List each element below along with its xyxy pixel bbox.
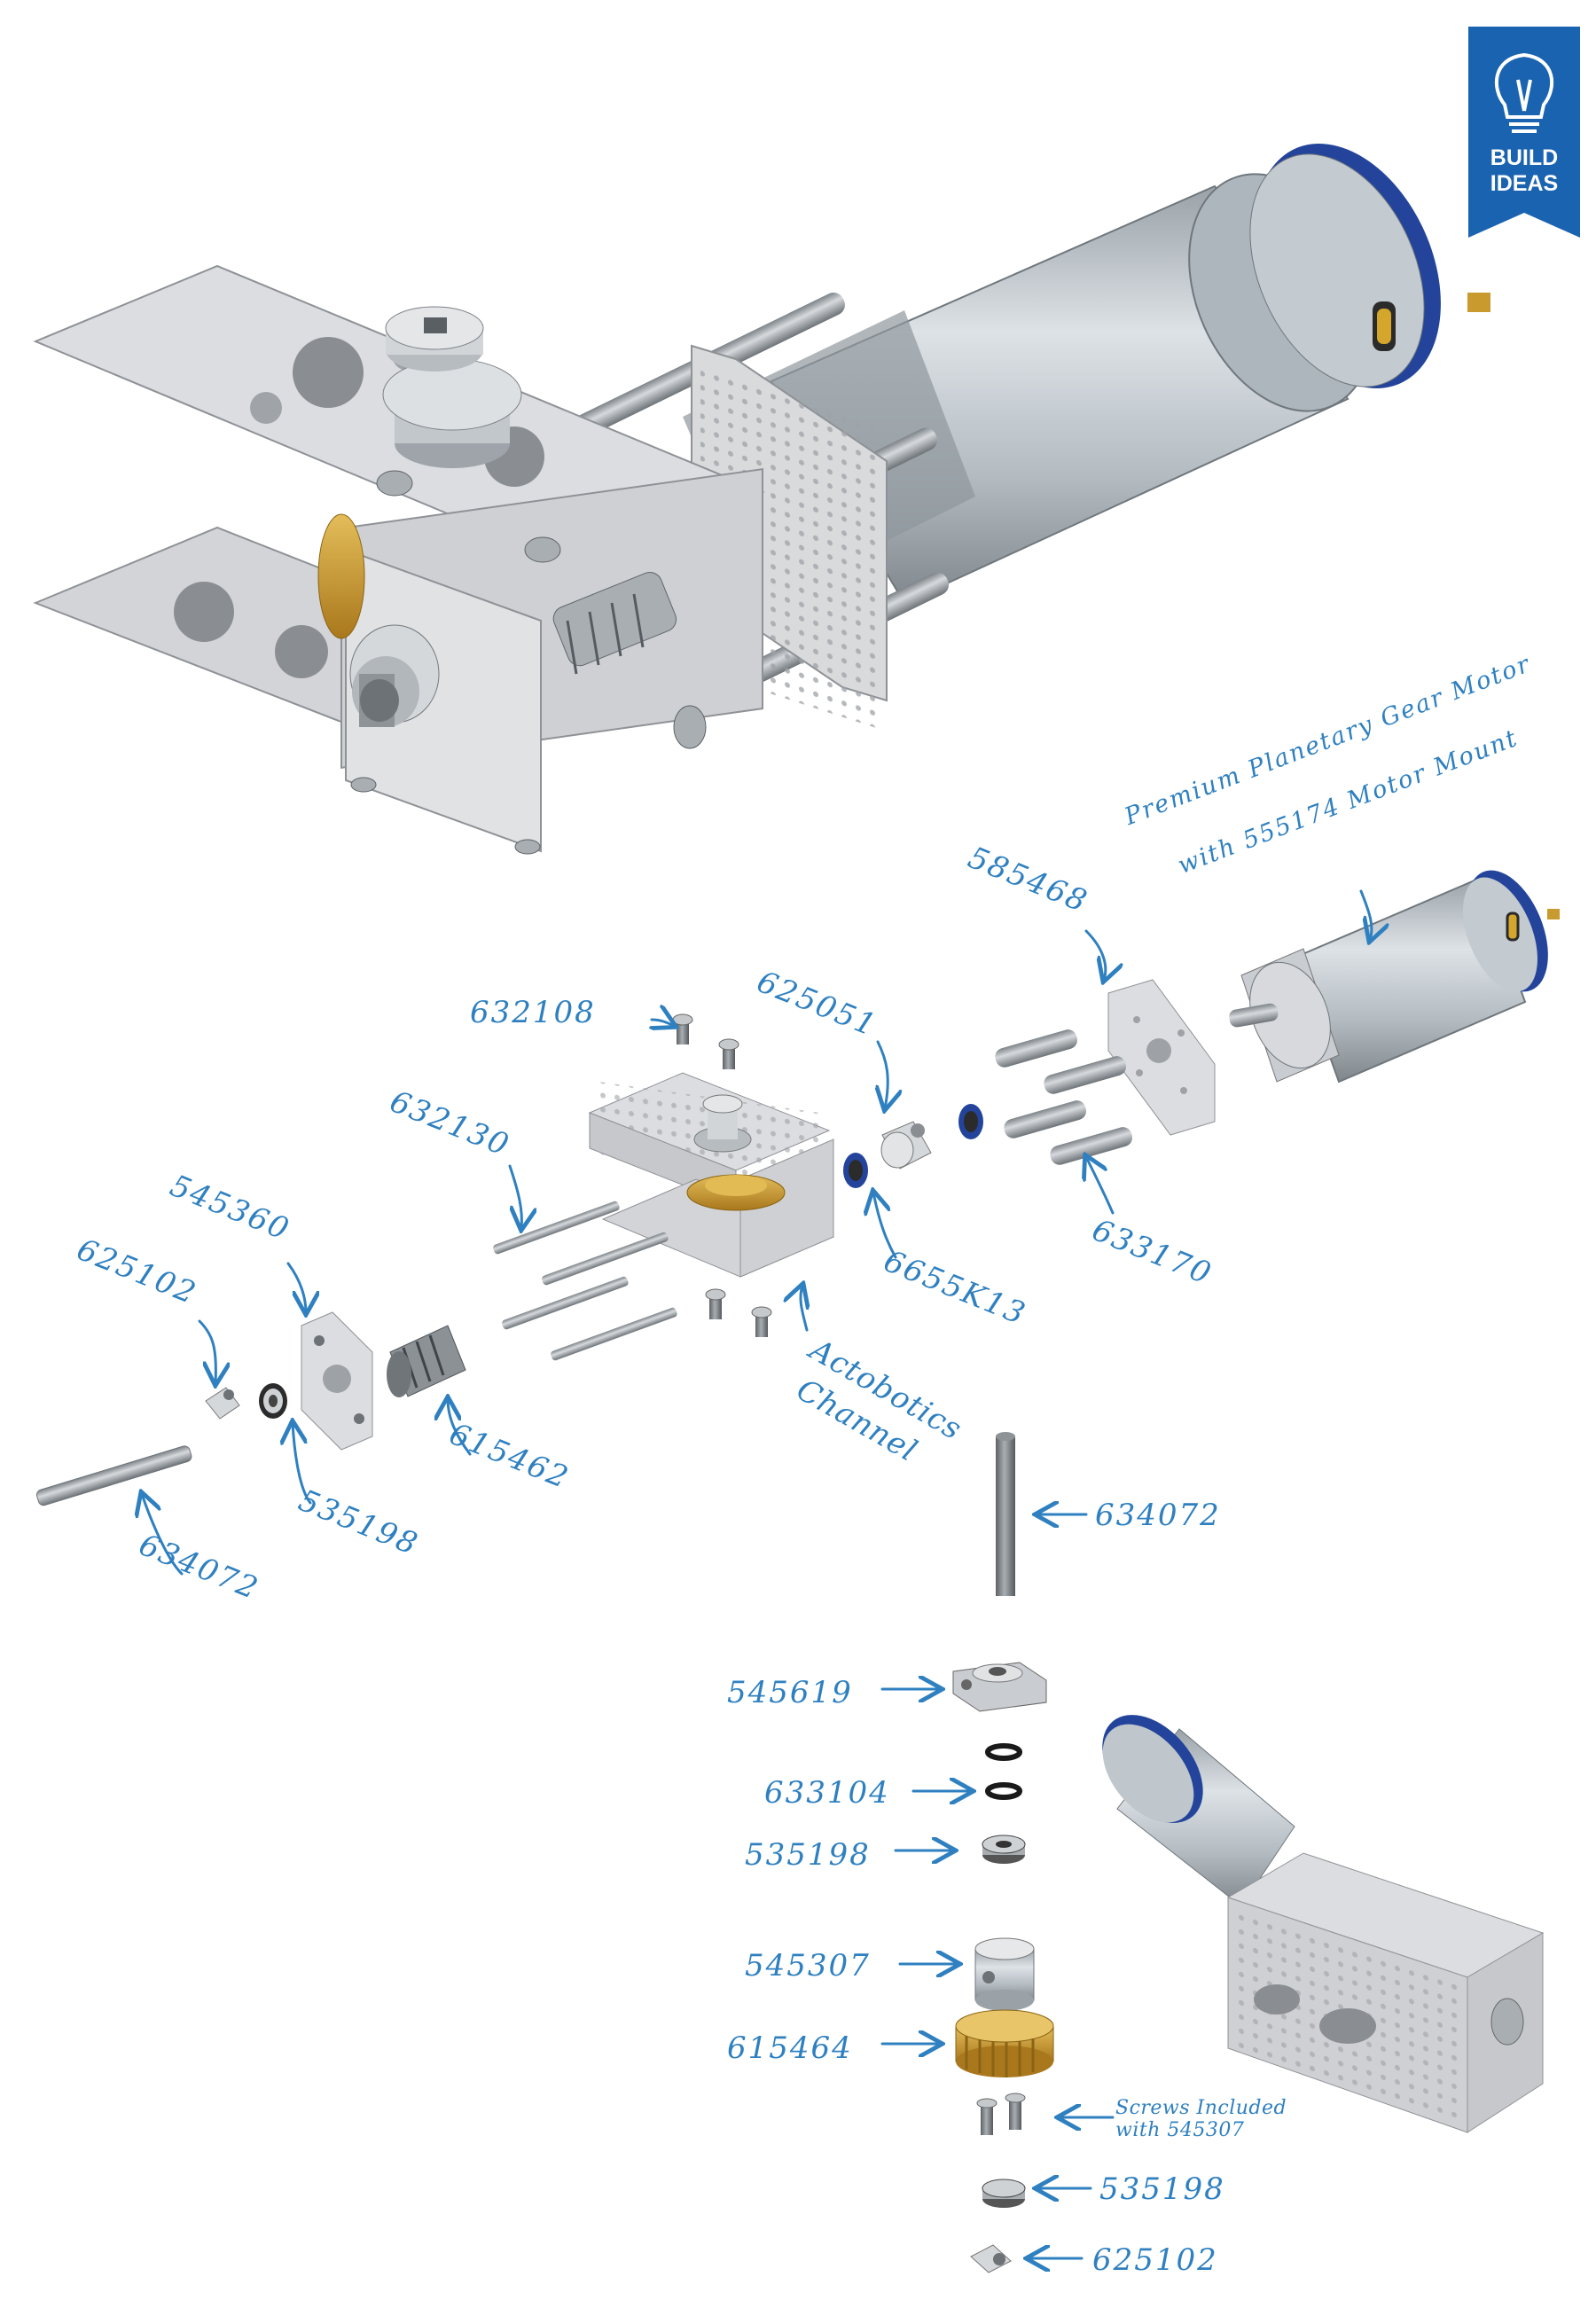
standoffs-part [995,1029,1133,1165]
arrow-535198a [293,1423,312,1505]
arrow-585468 [1084,929,1106,980]
badge-text: BUILD IDEAS [1468,145,1580,197]
label-632108: 632108 [470,995,596,1030]
label-615464: 615464 [727,2030,853,2066]
worm-gear [317,513,365,639]
arrow-633170 [1086,1157,1115,1215]
label-634072-right: 634072 [1095,1498,1221,1533]
label-545307: 545307 [745,1948,871,1983]
screws-632108 [672,1013,772,1337]
long-screws-632130 [493,1201,677,1361]
vertical-stack-parts [952,1432,1054,2273]
label-545619: 545619 [727,1675,853,1710]
arrow-actobotics [801,1286,807,1332]
assembled-preview [1102,1715,1545,2133]
bearing-collar-left [205,1383,287,1420]
pillow-block-part [301,1311,373,1451]
arrow-motor [1359,889,1372,940]
hub [382,306,522,468]
screws-line-1: Screws Included [1115,2097,1287,2119]
arrow-545360 [286,1262,306,1312]
badge-line-2: IDEAS [1490,171,1559,196]
label-screws-included: Screws Included with 545307 [1115,2097,1310,2142]
badge-line-1: BUILD [1490,145,1559,170]
arrow-632130 [510,1164,521,1228]
label-535198-mid: 535198 [745,1837,871,1873]
label-633104: 633104 [764,1775,890,1811]
actobotics-channel-part [588,1072,835,1278]
shaft-horizontal [35,1445,192,1506]
main-assembly-render [33,144,1490,855]
planetary-gear-motor-part [1229,870,1560,1084]
arrow-6655K13 [873,1193,897,1259]
motor-mount-plate-part [1107,979,1216,1136]
bearings-and-clamp-part [843,1104,983,1188]
arrow-625102a [198,1319,215,1383]
arrow-625051 [878,1040,888,1108]
arrow-632108 [652,1020,674,1026]
label-535198-bottom: 535198 [1099,2171,1225,2207]
build-ideas-badge [1468,27,1580,238]
callout-arrows [142,889,1372,2258]
lightbulb-icon [1494,52,1554,133]
clamp-collar [349,624,440,727]
arrow-615462 [448,1399,472,1456]
arrow-634072a [142,1494,184,1576]
label-625102-bottom: 625102 [1092,2242,1218,2278]
screws-line-2: with 545307 [1115,2119,1245,2142]
coupler-part [387,1325,466,1397]
